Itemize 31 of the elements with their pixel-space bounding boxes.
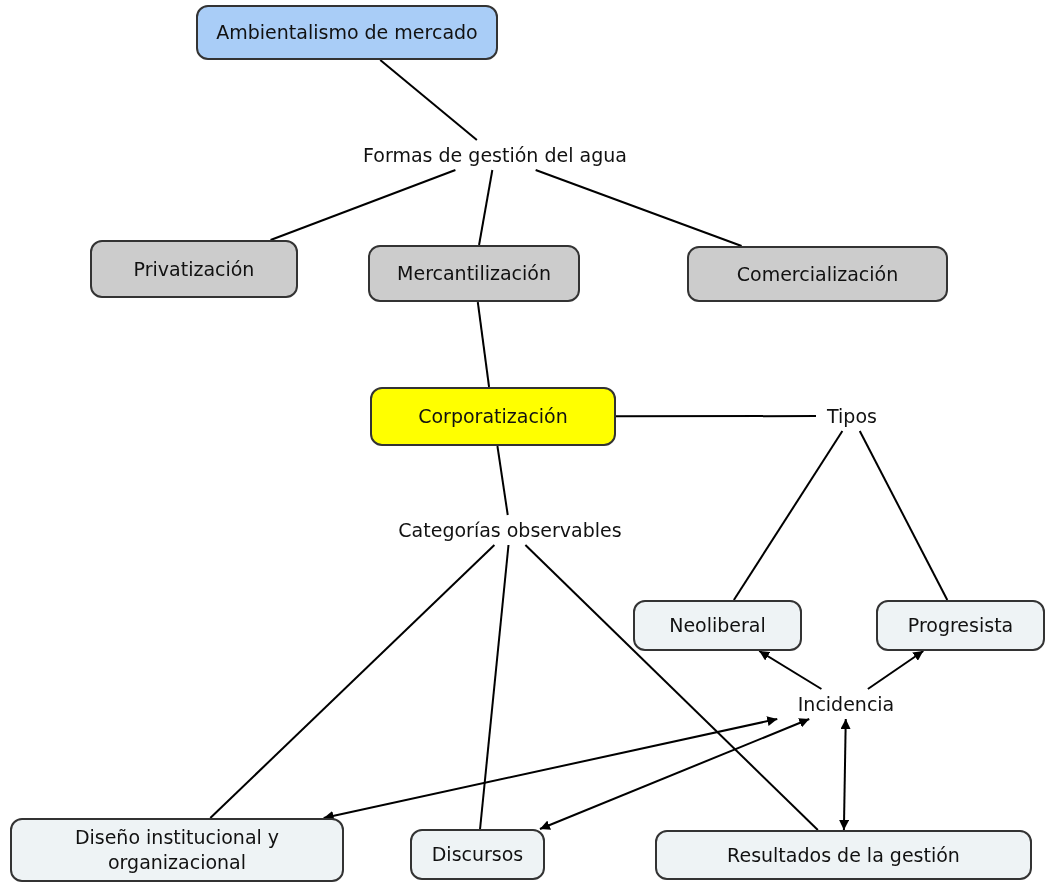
arrow [866, 650, 925, 690]
connector-line [478, 169, 494, 246]
concept-box: Comercialización [687, 246, 948, 302]
connector-line [615, 415, 817, 418]
connector-line [732, 430, 844, 601]
concept-box: Privatización [90, 240, 298, 298]
connector-line [269, 169, 457, 241]
linking-phrase: Categorías observables [365, 515, 655, 545]
concept-box: Neoliberal [633, 600, 802, 651]
connector-line [858, 430, 949, 601]
concept-box: Ambientalismo de mercado [196, 5, 498, 60]
linking-phrase: Formas de gestión del agua [300, 140, 690, 170]
arrow [322, 716, 779, 821]
concept-box: Diseño institucional y organizacional [10, 818, 344, 882]
linking-phrase: Tipos [816, 401, 888, 431]
connector-line [479, 544, 510, 830]
connector-line [209, 544, 496, 819]
concept-box: Resultados de la gestión [655, 830, 1032, 880]
concept-box: Mercantilización [368, 245, 580, 302]
arrow [758, 650, 823, 690]
connector-line [496, 445, 509, 516]
linking-phrase: Incidencia [776, 689, 916, 719]
concept-box: Progresista [876, 600, 1045, 651]
connector-line [379, 59, 478, 141]
arrow [538, 718, 811, 830]
concept-box: Corporatización [370, 387, 616, 446]
connector-line [534, 169, 743, 247]
arrow [839, 718, 851, 831]
connector-line [524, 544, 819, 831]
connector-line [476, 301, 491, 388]
concept-box: Discursos [410, 829, 545, 880]
